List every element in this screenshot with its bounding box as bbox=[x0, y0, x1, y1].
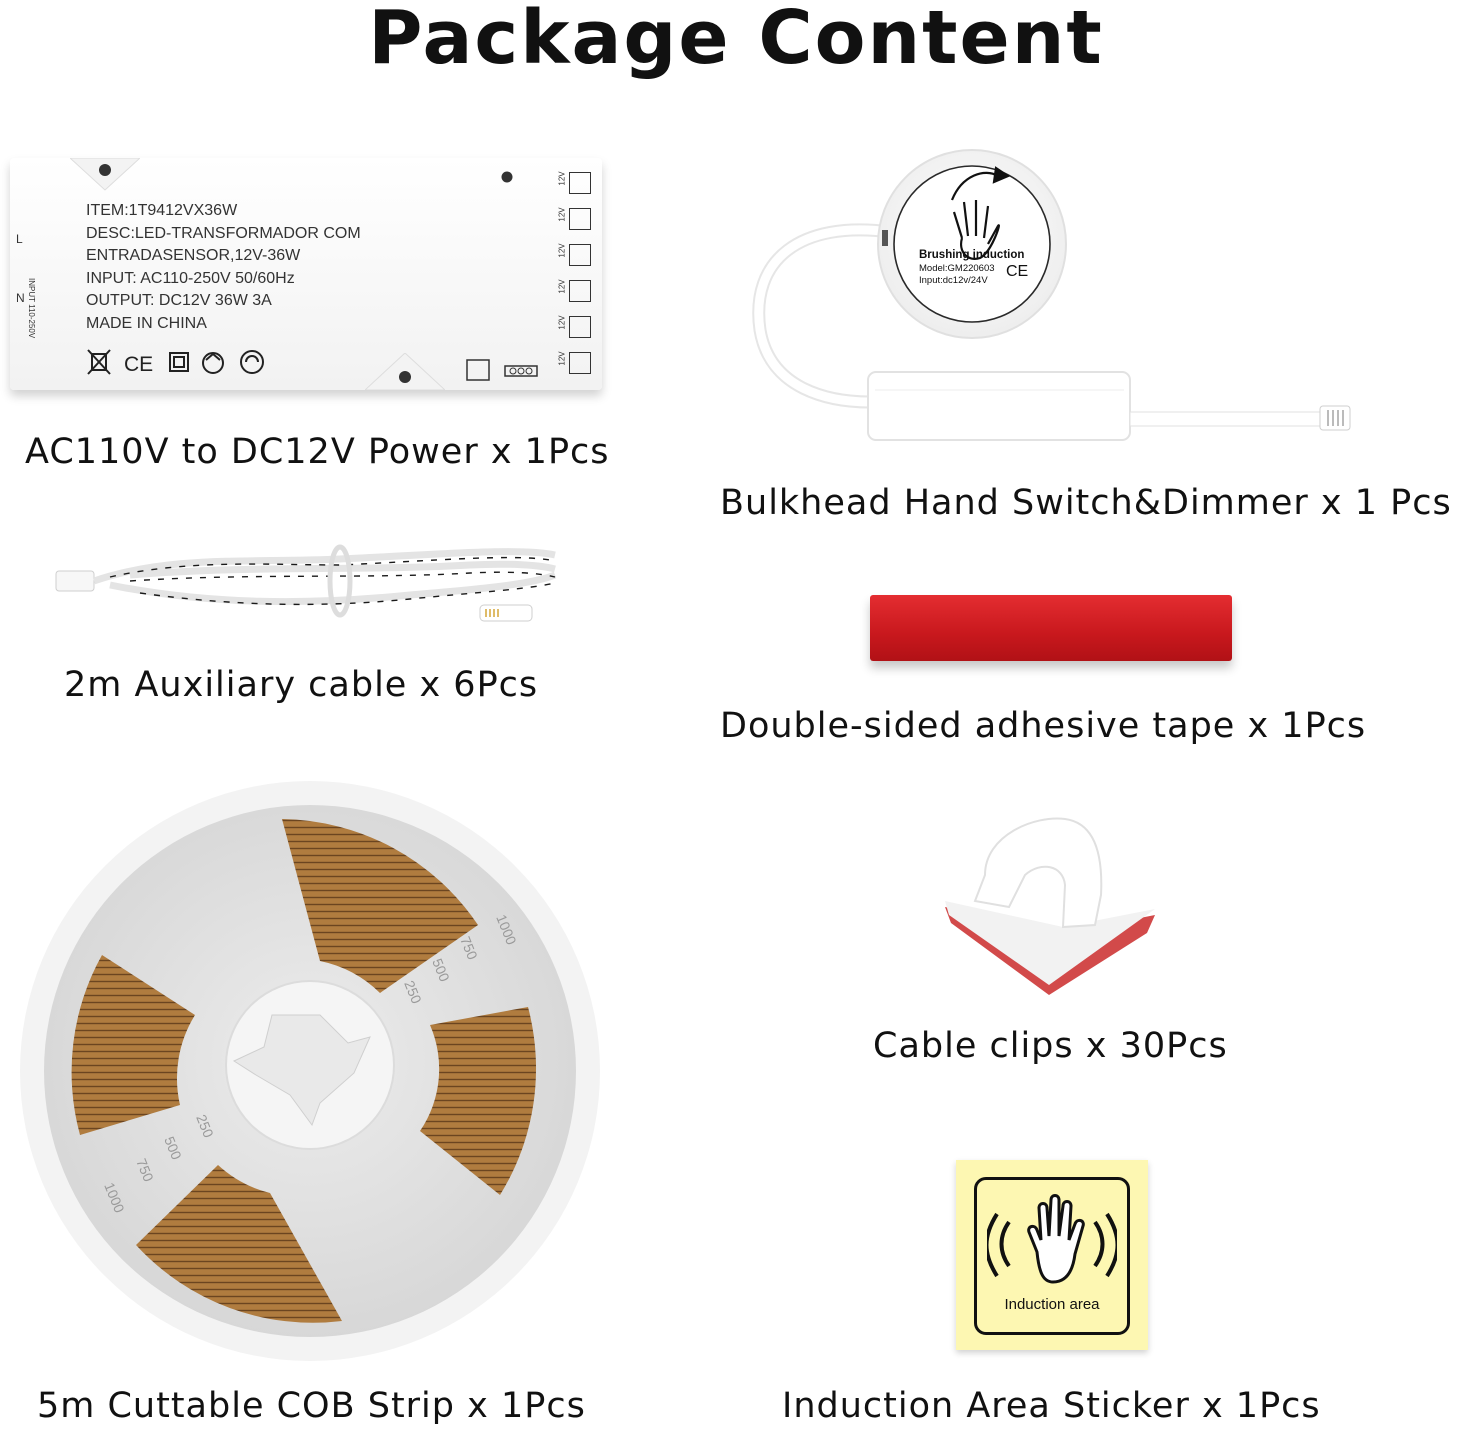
psu-label-line: OUTPUT: DC12V 36W 3A bbox=[86, 292, 272, 310]
port-socket-icon bbox=[569, 316, 591, 338]
input-label: INPUT 110-250V bbox=[27, 278, 36, 338]
cob-strip-reel-image: 1000 750 500 250 1000 750 500 250 bbox=[20, 781, 600, 1361]
cable-clip-image bbox=[945, 817, 1155, 995]
input-l-label: L bbox=[16, 232, 23, 246]
output-port: 12V bbox=[555, 350, 599, 386]
port-label: 12V bbox=[557, 207, 567, 222]
output-ports: 12V 12V 12V 12V 12V 12V bbox=[555, 170, 599, 386]
induction-sticker-image: Induction area bbox=[956, 1160, 1148, 1350]
clips-caption: Cable clips x 30Pcs bbox=[873, 1026, 1228, 1066]
output-port: 12V bbox=[555, 206, 599, 242]
port-socket-icon bbox=[569, 352, 591, 374]
ce-mark: CE bbox=[124, 353, 153, 376]
puck-ce-mark: CE bbox=[1006, 263, 1029, 280]
puck-model: Model:GM220603 bbox=[919, 263, 995, 274]
hand-wave-icon bbox=[987, 1194, 1117, 1284]
tape-caption: Double-sided adhesive tape x 1Pcs bbox=[720, 706, 1367, 746]
input-range: 110-250V bbox=[27, 304, 36, 339]
switch-caption: Bulkhead Hand Switch&Dimmer x 1 Pcs bbox=[720, 483, 1452, 523]
puck-title: Brushing induction bbox=[919, 249, 1025, 261]
psu-label-line: ENTRADASENSOR,12V-36W bbox=[86, 247, 301, 265]
port-socket-icon bbox=[569, 280, 591, 302]
output-port: 12V bbox=[555, 278, 599, 314]
power-supply-caption: AC110V to DC12V Power x 1Pcs bbox=[25, 432, 610, 472]
output-port: 12V bbox=[555, 242, 599, 278]
psu-label: ITEM:1T9412VX36W DESC:LED-TRANSFORMADOR … bbox=[86, 200, 361, 336]
square-icon bbox=[169, 352, 189, 372]
certification-icons: CE bbox=[87, 349, 264, 376]
psu-label-line: INPUT: AC110-250V 50/60Hz bbox=[86, 269, 295, 287]
mounting-tab-top bbox=[70, 158, 140, 191]
port-label: 12V bbox=[557, 171, 567, 186]
input-word: INPUT bbox=[27, 278, 36, 302]
terminal-icons bbox=[466, 359, 538, 381]
port-socket-icon bbox=[569, 172, 591, 194]
power-supply-image: ITEM:1T9412VX36W DESC:LED-TRANSFORMADOR … bbox=[10, 158, 602, 390]
weee-bin-icon bbox=[87, 349, 111, 375]
port-label: 12V bbox=[557, 243, 567, 258]
psu-label-line: DESC:LED-TRANSFORMADOR COM bbox=[86, 224, 361, 242]
mounting-tab-bottom bbox=[365, 353, 445, 390]
green-dot-icon bbox=[240, 350, 264, 374]
sticker-frame: Induction area bbox=[974, 1177, 1130, 1335]
sticker-caption: Induction Area Sticker x 1Pcs bbox=[782, 1386, 1321, 1426]
psu-label-line: MADE IN CHINA bbox=[86, 314, 207, 332]
strip-caption: 5m Cuttable COB Strip x 1Pcs bbox=[37, 1386, 586, 1426]
adhesive-tape-image bbox=[870, 595, 1232, 661]
psu-label-line: ITEM:1T9412VX36W bbox=[86, 202, 238, 219]
port-socket-icon bbox=[569, 244, 591, 266]
port-label: 12V bbox=[557, 315, 567, 330]
port-label: 12V bbox=[557, 279, 567, 294]
port-socket-icon bbox=[569, 208, 591, 230]
output-port: 12V bbox=[555, 170, 599, 206]
puck-input: Input:dc12v/24V bbox=[919, 275, 988, 286]
sticker-label: Induction area bbox=[1004, 1296, 1100, 1313]
port-label: 12V bbox=[557, 351, 567, 366]
page-title: Package Content bbox=[368, 0, 1104, 81]
recycle-icon bbox=[202, 352, 224, 374]
auxiliary-cable-image bbox=[55, 544, 557, 622]
cable-caption: 2m Auxiliary cable x 6Pcs bbox=[64, 665, 539, 705]
hand-swipe-icon bbox=[950, 166, 1011, 260]
hand-switch-image bbox=[752, 149, 1351, 441]
input-n-label: N bbox=[16, 291, 25, 305]
screw-dot bbox=[501, 171, 513, 183]
output-port: 12V bbox=[555, 314, 599, 350]
